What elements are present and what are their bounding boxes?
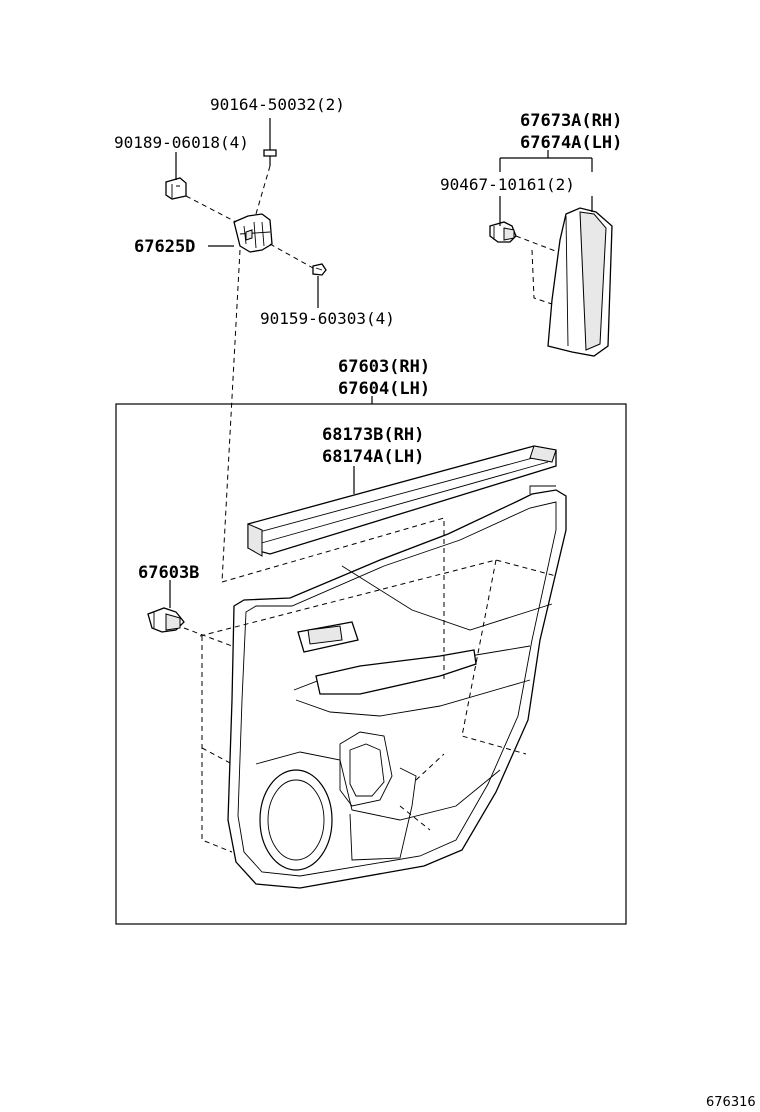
diagram-id: 676316 — [706, 1095, 756, 1110]
bracket-67625d[interactable] — [233, 213, 273, 253]
label-90164: 90164-50032(2) — [210, 95, 345, 114]
door-trim-frame — [115, 403, 627, 925]
screw-90164[interactable] — [263, 149, 277, 166]
label-67603: 67603(RH) — [338, 357, 430, 377]
weatherstrip-68173b[interactable] — [247, 445, 557, 557]
clip-nut-90189[interactable] — [165, 177, 187, 200]
clip-90467[interactable] — [489, 221, 517, 243]
clip-67603b[interactable] — [147, 607, 185, 633]
label-90159: 90159-60303(4) — [260, 309, 395, 328]
label-67673a: 67673A(RH) — [520, 111, 622, 131]
label-67603b: 67603B — [138, 563, 199, 583]
label-67674a: 67674A(LH) — [520, 133, 622, 153]
label-67625d: 67625D — [134, 237, 195, 257]
label-68173b: 68173B(RH) — [322, 425, 424, 445]
label-67604: 67604(LH) — [338, 379, 430, 399]
label-90467: 90467-10161(2) — [440, 175, 575, 194]
screw-90159[interactable] — [312, 263, 327, 276]
door-panel-67603[interactable] — [227, 485, 567, 889]
armrest-67673a[interactable] — [547, 207, 613, 357]
label-68174a: 68174A(LH) — [322, 447, 424, 467]
label-90189: 90189-06018(4) — [114, 133, 249, 152]
